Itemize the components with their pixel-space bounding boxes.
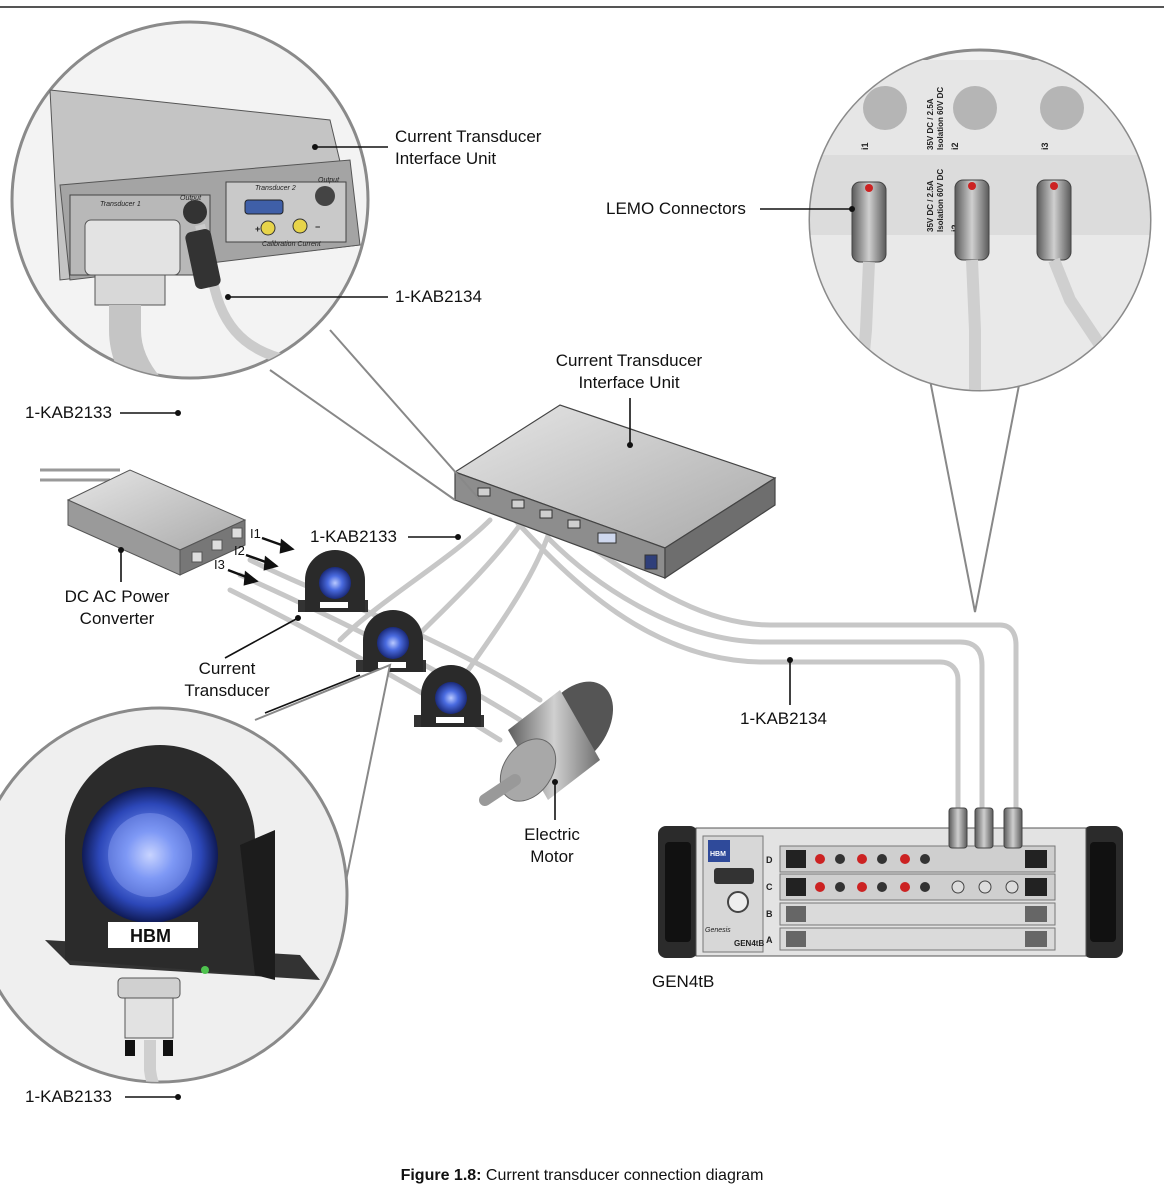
current-transducer-1 xyxy=(298,550,368,612)
zoom-plus-text: + xyxy=(255,224,260,234)
label-kab2133-main: 1-KAB2133 xyxy=(310,527,397,546)
gen-slot-d xyxy=(779,845,1056,873)
label-ct-1: Current xyxy=(199,659,256,678)
lemo-rating2: Isolation 60V DC xyxy=(936,87,945,150)
lemo-rating1: 35V DC / 2.5A xyxy=(926,98,935,150)
label-ctiu-zoom-2: Interface Unit xyxy=(395,149,496,168)
label-kab2134-zoom: 1-KAB2134 xyxy=(395,287,482,306)
slot-c-label: C xyxy=(766,882,773,892)
gen4tb-device: HBM GEN4tB Genesis xyxy=(658,807,1123,958)
caption-text: Current transducer connection diagram xyxy=(481,1167,764,1184)
zoom-output2-text: Output xyxy=(318,177,340,184)
zoom-transducer2-text: Transducer 2 xyxy=(255,185,296,192)
caption-prefix: Figure 1.8: xyxy=(400,1167,482,1184)
gen-slot-a xyxy=(779,927,1056,951)
hbm-logo-text: HBM xyxy=(130,926,171,946)
zoom-minus-text: − xyxy=(315,222,320,232)
zoom-callout-transducer: HBM xyxy=(0,663,392,1084)
label-motor-1: Electric xyxy=(524,825,580,844)
current-arrows xyxy=(227,536,295,586)
i3-label: I3 xyxy=(214,557,225,572)
gen-brand: HBM xyxy=(710,851,726,858)
label-ct-2: Transducer xyxy=(184,681,270,700)
figure-caption: Figure 1.8: Current transducer connectio… xyxy=(0,1167,1164,1185)
lemo-top-i2: i2 xyxy=(950,142,960,150)
gen-genesis: Genesis xyxy=(705,927,731,934)
label-ctiu-zoom-1: Current Transducer xyxy=(395,127,542,146)
label-kab2133-zoom: 1-KAB2133 xyxy=(25,403,112,422)
zoom-callout-interface-unit: Transducer 1 Output Transducer 2 Output … xyxy=(10,20,481,501)
zoom-callout-lemo: i1 i2 i3 35V DC / 2.5A Isolation 60V DC … xyxy=(808,48,1152,613)
label-dcac-2: Converter xyxy=(80,609,155,628)
current-transducer-2 xyxy=(356,610,426,672)
gen-slot-c xyxy=(779,873,1056,901)
current-transducer-3 xyxy=(414,665,484,727)
top-rule xyxy=(0,6,1164,8)
lemo-rating1-b: 35V DC / 2.5A xyxy=(926,180,935,232)
gen-model: GEN4tB xyxy=(734,939,764,948)
zoom-transducer1-text: Transducer 1 xyxy=(100,201,141,208)
label-kab2134-main: 1-KAB2134 xyxy=(740,709,827,728)
zoom-output1-text: Output xyxy=(180,195,202,202)
interface-unit-main xyxy=(453,404,777,580)
slot-b-label: B xyxy=(766,909,773,919)
lemo-top-i1: i1 xyxy=(860,142,870,150)
label-ctiu-main-1: Current Transducer xyxy=(556,351,703,370)
i2-label: I2 xyxy=(234,543,245,558)
connection-diagram: I1 I2 I3 xyxy=(0,20,1152,1106)
lemo-rating2-b: Isolation 60V DC xyxy=(936,169,945,232)
label-motor-2: Motor xyxy=(530,847,574,866)
gen-slot-b xyxy=(779,902,1056,926)
slot-d-label: D xyxy=(766,855,773,865)
leader-lines xyxy=(120,146,852,1098)
dc-ac-power-converter xyxy=(40,468,247,576)
label-kab2133-bottom: 1-KAB2133 xyxy=(25,1087,112,1106)
lemo-top-i3: i3 xyxy=(1040,142,1050,150)
label-ctiu-main-2: Interface Unit xyxy=(578,373,679,392)
slot-a-label: A xyxy=(766,935,773,945)
label-lemo-connectors: LEMO Connectors xyxy=(606,199,746,218)
zoom-calibration-text: Calibration Current xyxy=(262,241,322,248)
i1-label: I1 xyxy=(250,526,261,541)
electric-motor xyxy=(479,681,614,806)
label-dcac-1: DC AC Power xyxy=(65,587,170,606)
label-gen4tb: GEN4tB xyxy=(652,972,714,991)
leader-dots xyxy=(118,144,855,1100)
